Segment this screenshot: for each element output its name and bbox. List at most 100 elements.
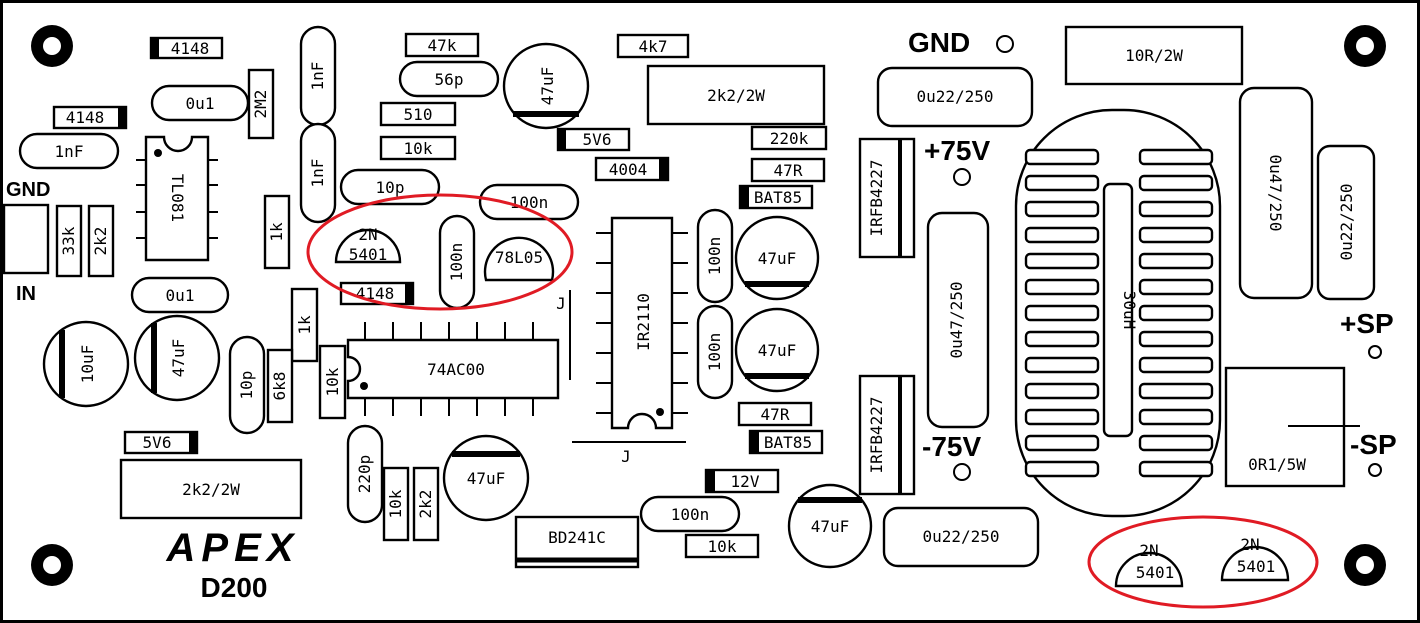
jumper-1-label: J	[556, 294, 566, 313]
resistor-10k-a-label: 10k	[404, 139, 433, 158]
diode-bat85-bottom: BAT85	[748, 429, 824, 455]
neg-supply-label: -75V	[922, 431, 981, 462]
resistor-10k-b-label: 10k	[323, 367, 342, 396]
capacitor-0u47-250-right-label: 0u47/250	[1266, 154, 1285, 231]
resistor-2k2-c-label: 2k2	[416, 490, 435, 519]
inductor-fin	[1138, 200, 1214, 218]
resistor-0r1-5w-label: 0R1/5W	[1248, 455, 1306, 474]
inductor-fin	[1138, 148, 1214, 166]
transistor-2n5401-c-line2: 5401	[1237, 557, 1276, 576]
capacitor-0u1-bottom-label: 0u1	[166, 286, 195, 305]
transistor-2n5401-c: 2N 5401	[1220, 535, 1290, 582]
speaker-neg-label: -SP	[1350, 429, 1397, 460]
resistor-47r-bottom-label: 47R	[761, 405, 790, 424]
capacitor-0u22-250-top: 0u22/250	[876, 66, 1034, 128]
capacitor-1nf-v2-label: 1nF	[308, 159, 327, 188]
mounting-hole-bottom-right	[1344, 544, 1386, 586]
diode-5v6-top-label: 5V6	[583, 130, 612, 149]
resistor-2k2-2w-top: 2k2/2W	[646, 64, 826, 126]
resistor-10k-a: 10k	[379, 135, 457, 161]
resistor-10k-b: 10k	[318, 344, 347, 420]
capacitor-0u47-250-mid-label: 0u47/250	[947, 281, 966, 358]
capacitor-47uf-top-label: 47uF	[538, 67, 557, 106]
resistor-47k: 47k	[404, 32, 480, 58]
input-connector[interactable]	[2, 203, 50, 275]
diode-4148-top: 4148	[149, 36, 224, 60]
diode-bat85-top-label: BAT85	[754, 188, 802, 207]
speaker-neg-pad[interactable]	[1368, 463, 1382, 477]
capacitor-47uf-left: 47uF	[133, 314, 221, 402]
transistor-2n5401-b-line2: 5401	[1136, 563, 1175, 582]
inductor-fin	[1138, 434, 1214, 452]
capacitor-10p-a-label: 10p	[376, 178, 405, 197]
neg-supply-pad[interactable]	[953, 463, 971, 481]
resistor-4k7: 4k7	[616, 33, 690, 59]
ic-74ac00: 74AC00	[346, 322, 560, 416]
inductor-fin	[1138, 408, 1214, 426]
inductor-fin	[1138, 226, 1214, 244]
capacitor-1nf-left-label: 1nF	[55, 142, 84, 161]
apex-logo: APEX	[166, 526, 294, 570]
model-label: D200	[201, 572, 268, 603]
transistor-2n5401-b: 2N 5401	[1114, 541, 1184, 588]
inductor-fin	[1138, 252, 1214, 270]
capacitor-47uf-b1: 47uF	[734, 215, 820, 301]
capacitor-1nf-v2: 1nF	[299, 122, 337, 224]
resistor-1k-b: 1k	[290, 287, 319, 363]
resistor-47r-bottom: 47R	[737, 401, 813, 427]
inductor-fin	[1138, 382, 1214, 400]
capacitor-0u22-250-top-label: 0u22/250	[916, 87, 993, 106]
diode-5v6-bottom: 5V6	[123, 430, 199, 455]
capacitor-0u1-bottom: 0u1	[130, 276, 230, 314]
speaker-pos-label: +SP	[1340, 308, 1394, 339]
capacitor-47uf-mid-label: 47uF	[467, 469, 506, 488]
capacitor-10uf-label: 10uF	[78, 345, 97, 384]
resistor-2k2-2w-top-label: 2k2/2W	[707, 86, 765, 105]
resistor-4k7-label: 4k7	[639, 37, 668, 56]
input-label: IN	[16, 283, 36, 305]
capacitor-0u47-250-right: 0u47/250	[1238, 86, 1314, 300]
resistor-2k2-2w-bottom-label: 2k2/2W	[182, 480, 240, 499]
inductor-fin	[1024, 252, 1100, 270]
diode-4148-left: 4148	[52, 105, 128, 130]
transistor-2n5401-a-line2: 5401	[349, 245, 388, 264]
resistor-10r-2w-label: 10R/2W	[1125, 46, 1183, 65]
resistor-510: 510	[379, 101, 457, 127]
inductor-fins	[1024, 148, 1214, 478]
diode-5v6-top: 5V6	[556, 127, 631, 152]
capacitor-100n-vertical-label: 100n	[447, 243, 466, 282]
gnd-power-label: GND	[908, 27, 970, 58]
ic-ir2110: IR2110	[596, 216, 688, 430]
capacitor-47uf-mid: 47uF	[442, 434, 530, 522]
capacitor-0u22-250-bottom: 0u22/250	[882, 506, 1040, 568]
capacitor-47uf-b2: 47uF	[734, 307, 820, 393]
inductor-fin	[1024, 330, 1100, 348]
resistor-510-label: 510	[404, 105, 433, 124]
capacitor-47uf-left-label: 47uF	[169, 339, 188, 378]
speaker-pos-pad[interactable]	[1368, 345, 1382, 359]
diode-5v6-bottom-label: 5V6	[143, 433, 172, 452]
capacitor-100n-bottom-label: 100n	[671, 505, 710, 524]
transistor-bd241c: BD241C	[514, 515, 640, 569]
resistor-1k-b-label: 1k	[295, 315, 314, 335]
resistor-10k-d-label: 10k	[708, 537, 737, 556]
inductor-fin	[1138, 174, 1214, 192]
transistor-2n5401-c-line1: 2N	[1240, 535, 1259, 554]
capacitor-100n-top: 100n	[478, 183, 580, 221]
diode-bat85-top: BAT85	[738, 184, 814, 210]
gnd-power-pad[interactable]	[996, 35, 1014, 53]
inductor-fin	[1138, 460, 1214, 478]
capacitor-47uf-right-label: 47uF	[811, 517, 850, 536]
capacitor-100n-b2-label: 100n	[705, 333, 724, 372]
mosfet-irfb4227-bottom-label: IRFB4227	[867, 396, 886, 473]
diode-12v: 12V	[704, 468, 780, 494]
transistor-2n5401-b-line1: 2N	[1139, 541, 1158, 560]
capacitor-0u1-top-label: 0u1	[186, 94, 215, 113]
capacitor-100n-b2: 100n	[696, 304, 734, 400]
diode-4148-top-label: 4148	[171, 39, 210, 58]
inductor-fin	[1024, 174, 1100, 192]
capacitor-56p: 56p	[398, 60, 500, 98]
inductor-30uh: 30uH	[1014, 108, 1222, 518]
pos-supply-pad[interactable]	[953, 168, 971, 186]
inductor-fin	[1024, 226, 1100, 244]
